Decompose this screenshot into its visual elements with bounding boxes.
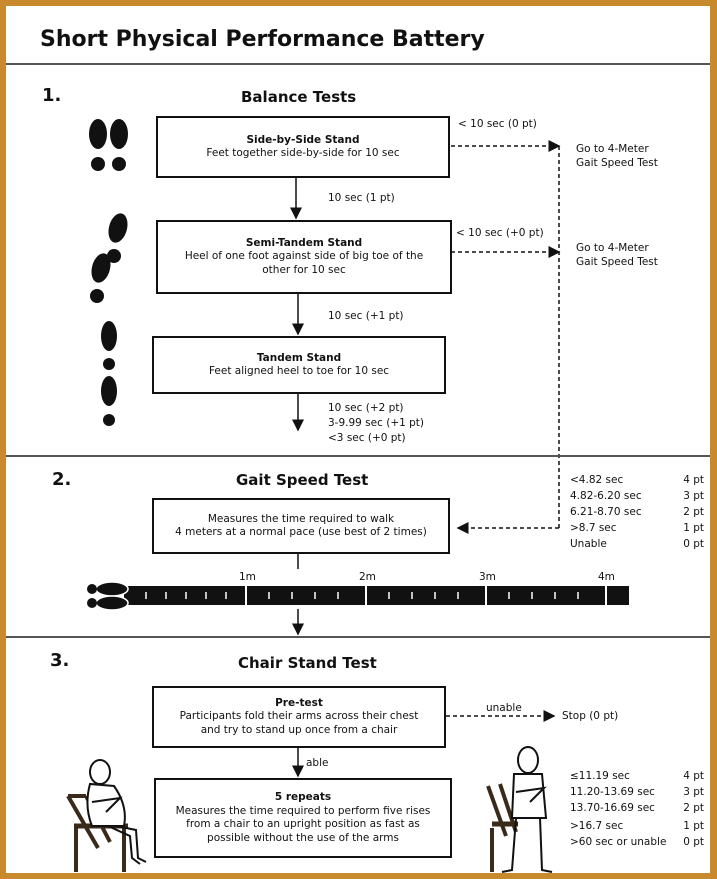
stop-label: Stop (0 pt) [562,710,619,722]
track-mark-3m: 3m [479,571,496,583]
tandem-score-1: 10 sec (+2 pt) [328,402,404,414]
track-mark-2m: 2m [359,571,376,583]
section-3-number: 3. [50,650,70,671]
goto-gait-1-line1: Go to 4-Meter [576,143,649,155]
pretest-desc-2: and try to stand up once from a chair [200,723,398,736]
gait-score-pts-2: 3 pt [683,490,704,502]
fail-label-1: < 10 sec (0 pt) [458,118,537,130]
chair-score-pts-2: 3 pt [683,786,704,798]
flow-connectors [290,140,561,778]
section-2-heading: Gait Speed Test [236,471,369,489]
semi-tandem-title: Semi-Tandem Stand [245,236,363,249]
semi-tandem-desc-2: other for 10 sec [262,263,346,276]
tandem-title: Tandem Stand [256,351,342,364]
track-mark-4m: 4m [598,571,615,583]
section-divider-2 [6,636,710,638]
gait-score-range-3: 6.21-8.70 sec [570,506,642,518]
page-title: Short Physical Performance Battery [40,27,485,52]
gait-score-pts-4: 1 pt [683,522,704,534]
chair-score-range-3: 13.70-16.69 sec [570,802,655,814]
sppb-diagram: Short Physical Performance Battery 1. Ba… [6,6,710,873]
gait-score-pts-5: 0 pt [683,538,704,550]
side-by-side-desc: Feet together side-by-side for 10 sec [206,147,400,159]
gait-speed-desc-1: Measures the time required to walk [207,512,395,525]
chair-score-pts-3: 2 pt [683,802,704,814]
section-divider-1 [6,455,710,457]
gait-score-pts-3: 2 pt [683,506,704,518]
gait-score-range-1: <4.82 sec [570,474,624,486]
gait-speed-box: Measures the time required to walk 4 met… [152,498,450,554]
five-repeats-desc-3: possible without the use of the arms [207,831,399,844]
tandem-score-3: <3 sec (+0 pt) [328,432,406,444]
pretest-title: Pre-test [275,696,323,709]
five-repeats-desc-1: Measures the time required to perform fi… [175,804,431,817]
five-repeats-title: 5 repeats [274,791,332,803]
chair-score-pts-1: 4 pt [683,770,704,782]
able-label: able [306,757,329,769]
pretest-box: Pre-test Participants fold their arms ac… [152,686,446,748]
semi-tandem-desc-1: Heel of one foot against side of big toe… [184,250,424,263]
section-3-heading: Chair Stand Test [238,654,377,672]
gait-score-range-5: Unable [570,538,607,550]
pretest-desc-1: Participants fold their arms across thei… [179,710,419,723]
side-by-side-box: Side-by-Side Stand Feet together side-by… [156,116,450,178]
gait-score-pts-1: 4 pt [683,474,704,486]
section-2-number: 2. [52,469,72,490]
semi-tandem-box: Semi-Tandem Stand Heel of one foot again… [156,220,452,294]
chair-score-range-5: >60 sec or unable [570,836,667,848]
pass-label-2: 10 sec (+1 pt) [328,310,404,322]
five-repeats-box: 5 repeats Measures the time required to … [154,778,452,858]
tandem-box: Tandem Stand Feet aligned heel to toe fo… [152,336,446,394]
section-1-number: 1. [42,85,62,106]
goto-gait-2-line1: Go to 4-Meter [576,242,649,254]
chair-score-range-2: 11.20-13.69 sec [570,786,655,798]
gait-speed-desc-2: 4 meters at a normal pace (use best of 2… [175,526,427,538]
gait-score-range-2: 4.82-6.20 sec [570,490,642,502]
unable-label: unable [486,702,522,714]
tandem-score-2: 3-9.99 sec (+1 pt) [328,417,425,429]
tandem-desc: Feet aligned heel to toe for 10 sec [208,365,390,377]
goto-gait-1-line2: Gait Speed Test [576,157,658,169]
five-repeats-desc-2: from a chair to an upright position as f… [186,818,420,830]
chair-score-pts-5: 0 pt [683,836,704,848]
side-by-side-title: Side-by-Side Stand [246,133,360,146]
gait-score-range-4: >8.7 sec [570,522,617,534]
title-divider [6,63,710,65]
chair-score-range-4: >16.7 sec [570,820,624,832]
section-1-heading: Balance Tests [241,88,357,106]
fail-label-2: < 10 sec (+0 pt) [456,227,544,239]
pass-label-1: 10 sec (1 pt) [328,192,395,204]
goto-gait-2-line2: Gait Speed Test [576,256,658,268]
chair-score-range-1: ≤11.19 sec [570,770,630,782]
chair-score-pts-4: 1 pt [683,820,704,832]
track-mark-1m: 1m [239,571,256,583]
